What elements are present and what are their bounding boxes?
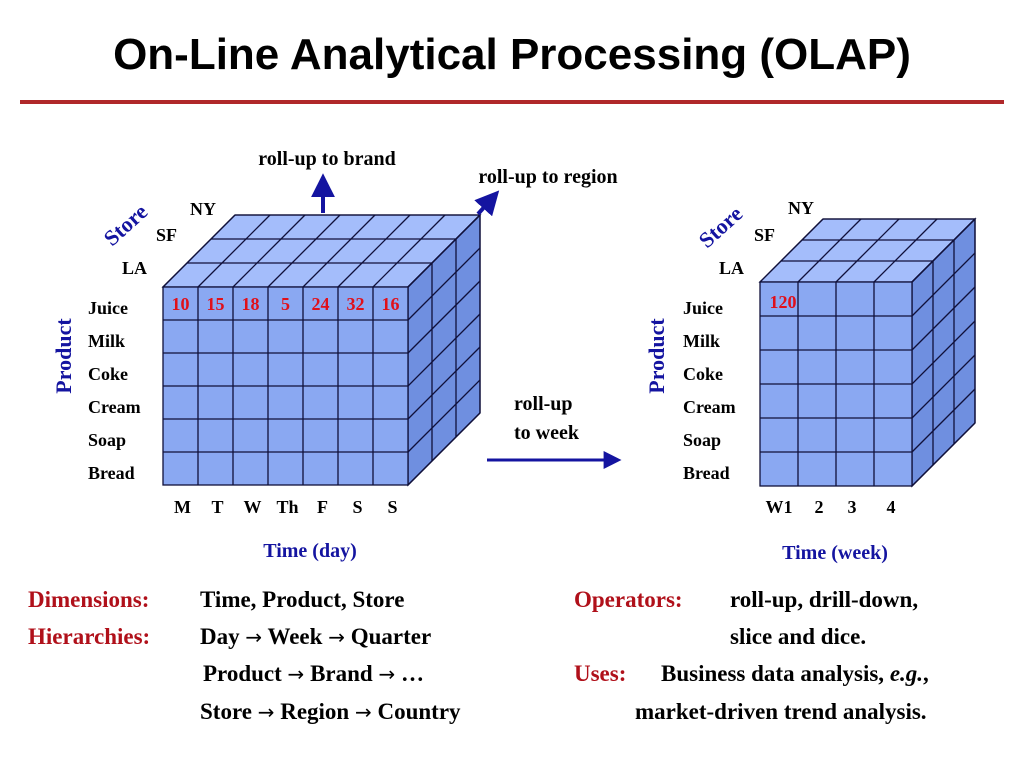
day-label: S <box>352 497 362 517</box>
right-time-axis-label: Time (week) <box>782 542 888 564</box>
uses-line1-eg: e.g. <box>889 661 924 686</box>
week-label: W1 <box>766 497 793 517</box>
right-store-axis-label: Store <box>694 201 748 253</box>
left-store-sf: SF <box>156 225 177 245</box>
hier-product-0: Product <box>203 661 282 686</box>
right-arrow-icon: → <box>328 625 345 649</box>
page-title: On-Line Analytical Processing (OLAP) <box>113 30 911 79</box>
hierarchies-label: Hierarchies: <box>28 624 151 649</box>
operators-line2: slice and dice. <box>730 624 867 649</box>
juice-day-value: 24 <box>312 294 330 314</box>
right-store-la: LA <box>719 258 744 278</box>
right-arrow-icon: → <box>287 662 305 686</box>
product-label: Juice <box>88 298 128 318</box>
juice-day-value: 32 <box>347 294 365 314</box>
uses-label: Uses: <box>574 661 627 686</box>
left-store-ny: NY <box>190 199 216 219</box>
product-label: Milk <box>683 331 720 351</box>
operators-line1: roll-up, drill-down, <box>730 587 919 612</box>
juice-day-value: 5 <box>281 294 290 314</box>
hier-product-1: Brand <box>310 661 373 686</box>
juice-week-value: 120 <box>770 292 797 312</box>
rollup-region-label: roll-up to region <box>478 166 617 188</box>
right-arrow-icon: → <box>245 625 263 649</box>
right-store-sf: SF <box>754 225 775 245</box>
day-label: W <box>244 497 262 517</box>
weekly-cube: 120 <box>758 217 977 488</box>
product-label: Bread <box>683 463 730 483</box>
juice-day-value: 15 <box>207 294 225 314</box>
product-label: Cream <box>683 397 736 417</box>
product-label: Juice <box>683 298 723 318</box>
juice-day-value: 16 <box>382 294 400 314</box>
right-product-axis-label: Product <box>644 318 669 394</box>
left-store-la: LA <box>122 258 147 278</box>
right-arrow-icon: → <box>257 700 275 724</box>
week-label: 3 <box>848 497 857 517</box>
hier-time-2: Quarter <box>350 624 432 649</box>
week-label: 4 <box>887 497 896 517</box>
left-product-axis-label: Product <box>51 318 76 394</box>
uses-line1: Business data analysis, e.g., <box>661 661 929 687</box>
day-label: M <box>174 497 191 517</box>
day-label: Th <box>276 497 298 517</box>
juice-day-value: 10 <box>172 294 190 314</box>
dimensions-value: Time, Product, Store <box>200 587 405 612</box>
right-arrow-icon: → <box>378 662 396 686</box>
product-label: Cream <box>88 397 141 417</box>
rollup-brand-label: roll-up to brand <box>258 148 395 170</box>
rollup-week-line2: to week <box>514 422 580 444</box>
product-label: Soap <box>683 430 721 450</box>
rollup-week-line1: roll-up <box>514 393 573 415</box>
hier-product-2: … <box>400 661 424 686</box>
rollup-region-arrow <box>474 190 500 217</box>
right-store-ny: NY <box>788 198 814 218</box>
product-label: Soap <box>88 430 126 450</box>
week-label: 2 <box>815 497 824 517</box>
product-label: Coke <box>88 364 128 384</box>
product-label: Coke <box>683 364 723 384</box>
daily-cube: 10 15 18 5 24 32 16 <box>161 213 482 487</box>
title-rule <box>20 100 1004 104</box>
day-label: S <box>387 497 397 517</box>
juice-day-value: 18 <box>242 294 260 314</box>
hierarchy-product: Product → Brand → … <box>203 661 424 687</box>
hier-time-0: Day <box>200 624 240 649</box>
left-time-axis-label: Time (day) <box>263 540 357 562</box>
left-store-axis-label: Store <box>99 199 153 251</box>
product-label: Bread <box>88 463 135 483</box>
day-label: F <box>317 497 328 517</box>
operators-label: Operators: <box>574 587 683 612</box>
hier-store-2: Country <box>377 699 461 724</box>
hier-store-0: Store <box>200 699 252 724</box>
right-week-labels: W1 2 3 4 <box>766 497 896 517</box>
product-label: Milk <box>88 331 125 351</box>
hier-store-1: Region <box>280 699 350 724</box>
day-label: T <box>211 497 223 517</box>
hierarchy-store: Store → Region → Country <box>200 699 461 725</box>
uses-line2: market-driven trend analysis. <box>635 699 927 724</box>
uses-line1-pre: Business data analysis, <box>661 661 890 686</box>
uses-line1-post: , <box>923 661 929 686</box>
right-arrow-icon: → <box>354 700 372 724</box>
hierarchy-time: Day → Week → Quarter <box>200 624 431 650</box>
hier-time-1: Week <box>267 624 323 649</box>
dimensions-label: Dimensions: <box>28 587 150 612</box>
